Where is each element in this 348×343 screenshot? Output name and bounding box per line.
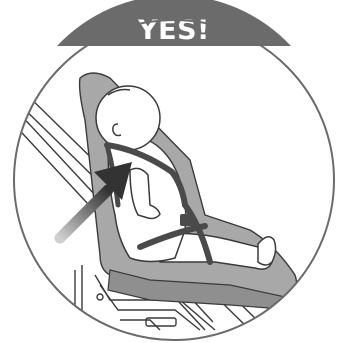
instruction-illustration: YES! [0,0,348,343]
